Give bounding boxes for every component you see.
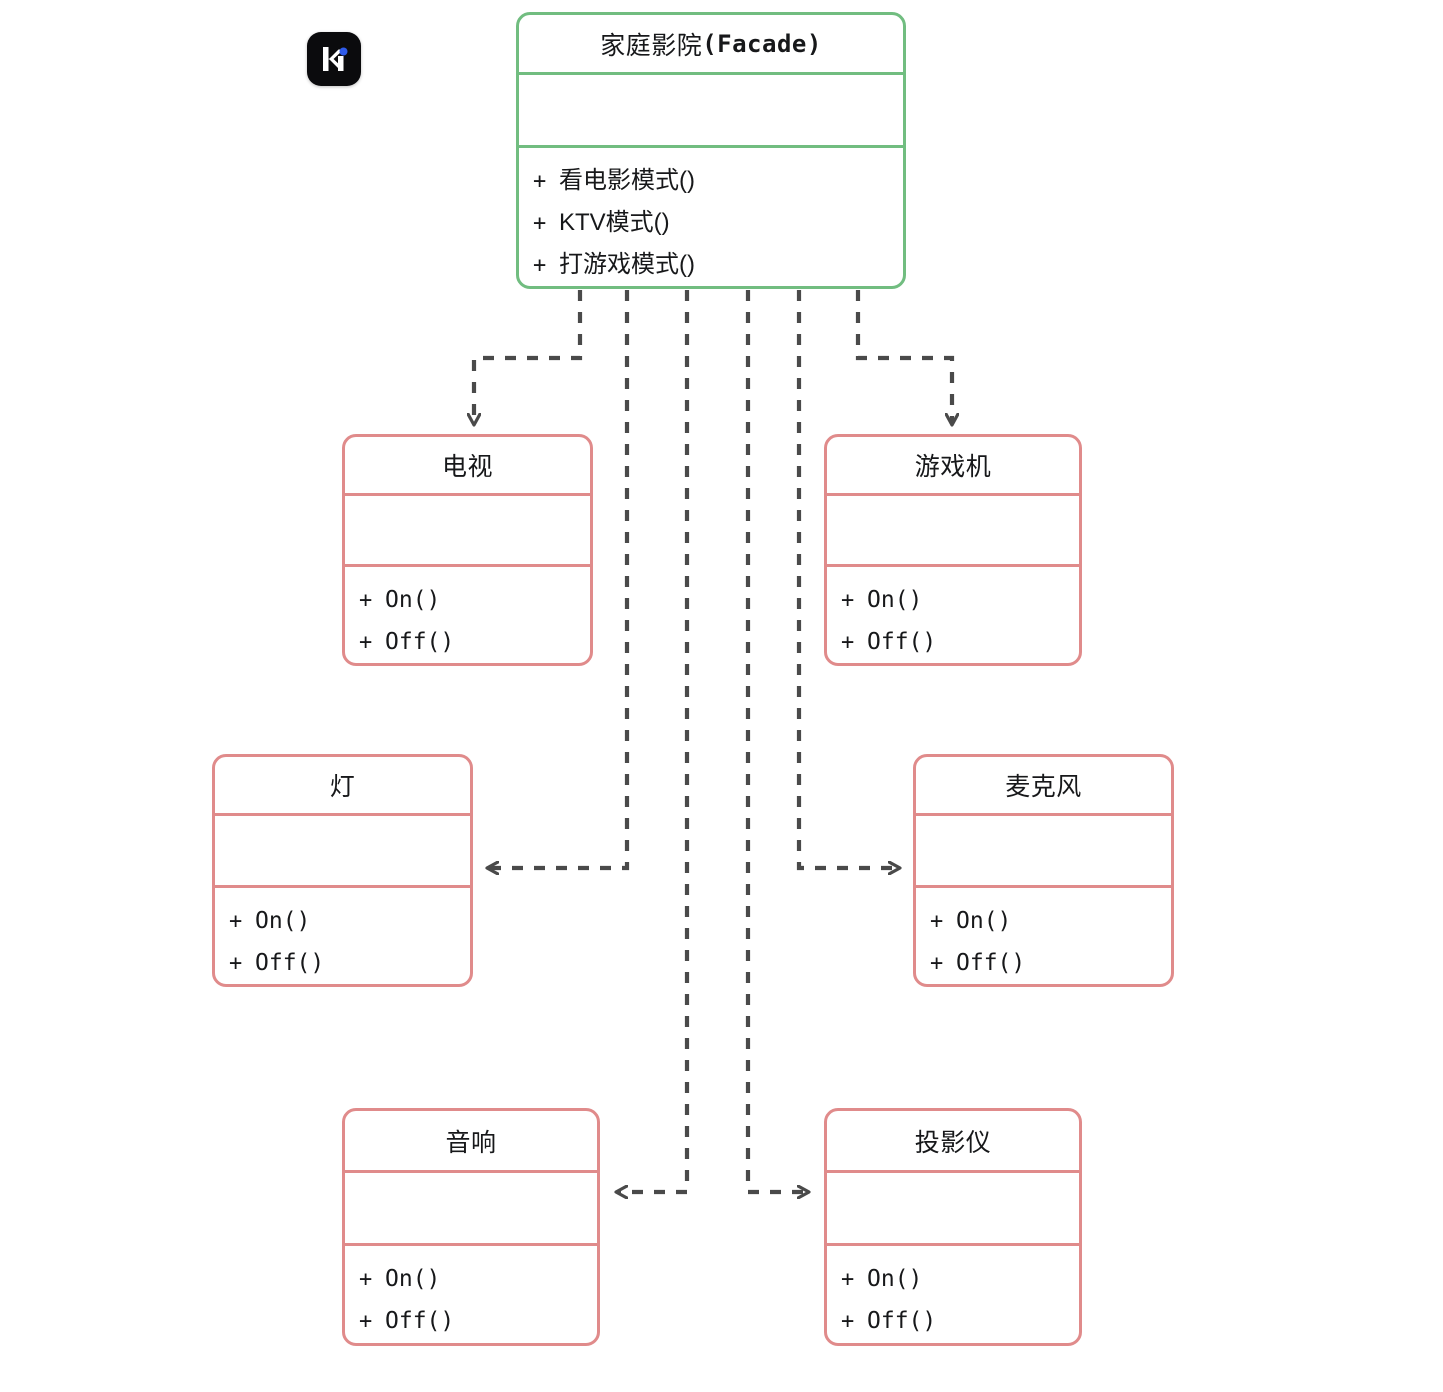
method-visibility: + [229,951,243,976]
method-visibility: + [533,169,547,194]
method-signature: Off() [867,629,937,655]
class-box-facade[interactable]: 家庭影院(Facade) + 看电影模式() + KTV模式() + 打游戏模式() [516,12,906,289]
method-visibility: + [841,1267,855,1292]
class-name-facade-cjk: 家庭影院 [600,31,703,60]
class-name-facade: 家庭影院(Facade) [519,15,903,75]
class-methods-microphone: + On() + Off() [916,888,1171,984]
method-row: + On() [841,579,1079,621]
method-row: + Off() [841,621,1079,663]
method-row: + Off() [359,621,590,663]
class-name-game-console: 游戏机 [827,437,1079,496]
class-attributes-microphone [916,816,1171,888]
class-attributes-projector [827,1173,1079,1246]
class-name-projector: 投影仪 [827,1111,1079,1173]
class-box-microphone[interactable]: 麦克风 + On() + Off() [913,754,1174,987]
class-attributes-tv [345,496,590,567]
method-signature: Off() [956,950,1026,976]
class-methods-speaker: + On() + Off() [345,1246,597,1343]
class-attributes-speaker [345,1173,597,1246]
method-row: + Off() [229,942,470,984]
method-row: + On() [359,1258,597,1300]
relation-facade-to-tv [474,290,583,424]
class-attributes-lamp [215,816,470,888]
method-row: + On() [229,900,470,942]
class-name-tv: 电视 [345,437,590,496]
class-box-projector[interactable]: 投影仪 + On() + Off() [824,1108,1082,1346]
method-signature: 看电影模式() [559,167,695,194]
class-name-speaker: 音响 [345,1111,597,1173]
method-row: + Off() [359,1300,597,1342]
class-methods-projector: + On() + Off() [827,1246,1079,1343]
method-visibility: + [533,211,547,236]
class-box-game-console[interactable]: 游戏机 + On() + Off() [824,434,1082,666]
class-name-microphone: 麦克风 [916,757,1171,817]
method-visibility: + [533,253,547,278]
method-visibility: + [930,951,944,976]
class-methods-facade: + 看电影模式() + KTV模式() + 打游戏模式() [519,148,903,286]
class-methods-lamp: + On() + Off() [215,888,470,984]
method-visibility: + [359,1267,373,1292]
class-box-lamp[interactable]: 灯 + On() + Off() [212,754,473,987]
method-row: + Off() [841,1300,1079,1342]
class-methods-tv: + On() + Off() [345,567,590,663]
method-visibility: + [359,1309,373,1334]
method-row: + Off() [930,942,1171,984]
relation-facade-to-game-console [855,290,952,424]
method-signature: On() [255,908,311,934]
k-logo-icon [307,32,361,86]
class-box-tv[interactable]: 电视 + On() + Off() [342,434,593,666]
method-signature: On() [385,587,441,613]
method-signature: On() [956,908,1012,934]
method-signature: Off() [255,950,325,976]
method-visibility: + [359,630,373,655]
method-visibility: + [841,588,855,613]
method-visibility: + [841,630,855,655]
method-signature: KTV模式() [559,209,670,236]
method-row: + 看电影模式() [533,160,903,202]
method-row: + On() [841,1258,1079,1300]
method-row: + 打游戏模式() [533,244,903,286]
class-box-speaker[interactable]: 音响 + On() + Off() [342,1108,600,1346]
relation-facade-to-projector [745,290,808,1192]
method-row: + On() [930,900,1171,942]
method-visibility: + [930,909,944,934]
method-signature: Off() [867,1308,937,1334]
method-visibility: + [229,909,243,934]
class-name-lamp: 灯 [215,757,470,817]
method-signature: 打游戏模式() [559,251,695,278]
method-visibility: + [359,588,373,613]
class-methods-game-console: + On() + Off() [827,567,1079,663]
k-logo-glyph [323,47,348,71]
relation-facade-to-speaker [617,290,690,1192]
class-attributes-game-console [827,496,1079,567]
method-signature: On() [867,587,923,613]
method-signature: On() [867,1266,923,1292]
method-signature: Off() [385,1308,455,1334]
method-row: + On() [359,579,590,621]
method-row: + KTV模式() [533,202,903,244]
class-attributes-facade [519,75,903,148]
method-visibility: + [841,1309,855,1334]
method-signature: Off() [385,629,455,655]
class-name-facade-latin: (Facade) [702,29,822,58]
method-signature: On() [385,1266,441,1292]
